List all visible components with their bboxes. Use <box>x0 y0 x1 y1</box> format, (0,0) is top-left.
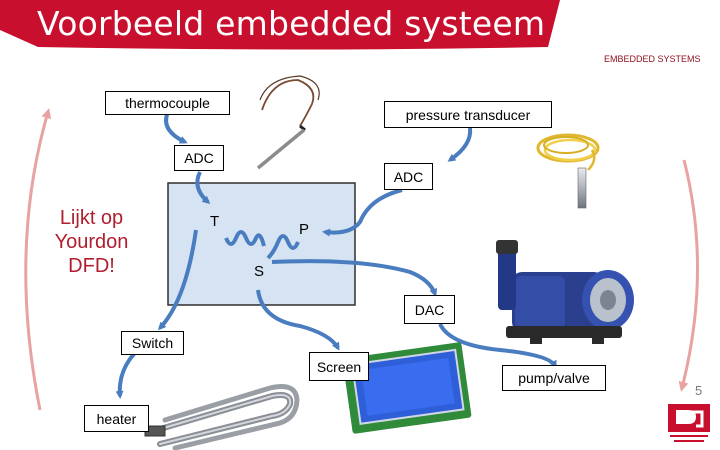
flow-pressure-adc <box>447 127 473 162</box>
heater-box: heater <box>84 405 149 432</box>
flow-t-s <box>224 230 266 247</box>
pressure-transducer-box: pressure transducer <box>384 101 552 128</box>
left-cycle-arrow <box>24 108 52 411</box>
pump-picture <box>496 240 634 344</box>
flow-adc-p <box>322 188 403 237</box>
pressure-transducer-picture <box>536 133 600 209</box>
process-p-label: P <box>299 221 310 238</box>
process-s-label: S <box>254 263 265 280</box>
brand-label: EMBEDDED SYSTEMS <box>604 54 701 64</box>
pump-valve-box: pump/valve <box>502 365 606 391</box>
page-number: 5 <box>695 383 703 398</box>
hogeschool-logo <box>668 404 710 442</box>
flow-adc-t <box>195 171 211 204</box>
adc-box-temperature: ADC <box>174 145 224 171</box>
flow-p-s <box>266 234 300 260</box>
dac-box: DAC <box>404 295 455 324</box>
flow-s-screen <box>256 289 340 351</box>
lcd-screen-picture <box>342 342 472 434</box>
flow-switch-heater <box>115 352 136 399</box>
heater-picture <box>144 384 300 450</box>
flow-thermocouple-adc <box>164 111 188 144</box>
thermocouple-box: thermocouple <box>105 91 230 115</box>
switch-box: Switch <box>121 331 184 355</box>
title-band <box>0 0 560 50</box>
flow-t-switch <box>157 229 198 331</box>
screen-box: Screen <box>309 352 369 381</box>
flow-dac-pump <box>438 323 557 369</box>
thermocouple-picture <box>256 75 320 170</box>
right-cycle-arrow <box>678 159 699 392</box>
flow-s-dac <box>271 259 438 297</box>
adc-box-pressure: ADC <box>384 163 433 190</box>
process-t-label: T <box>210 213 220 230</box>
slide-title: Voorbeeld embedded systeem <box>37 4 546 43</box>
